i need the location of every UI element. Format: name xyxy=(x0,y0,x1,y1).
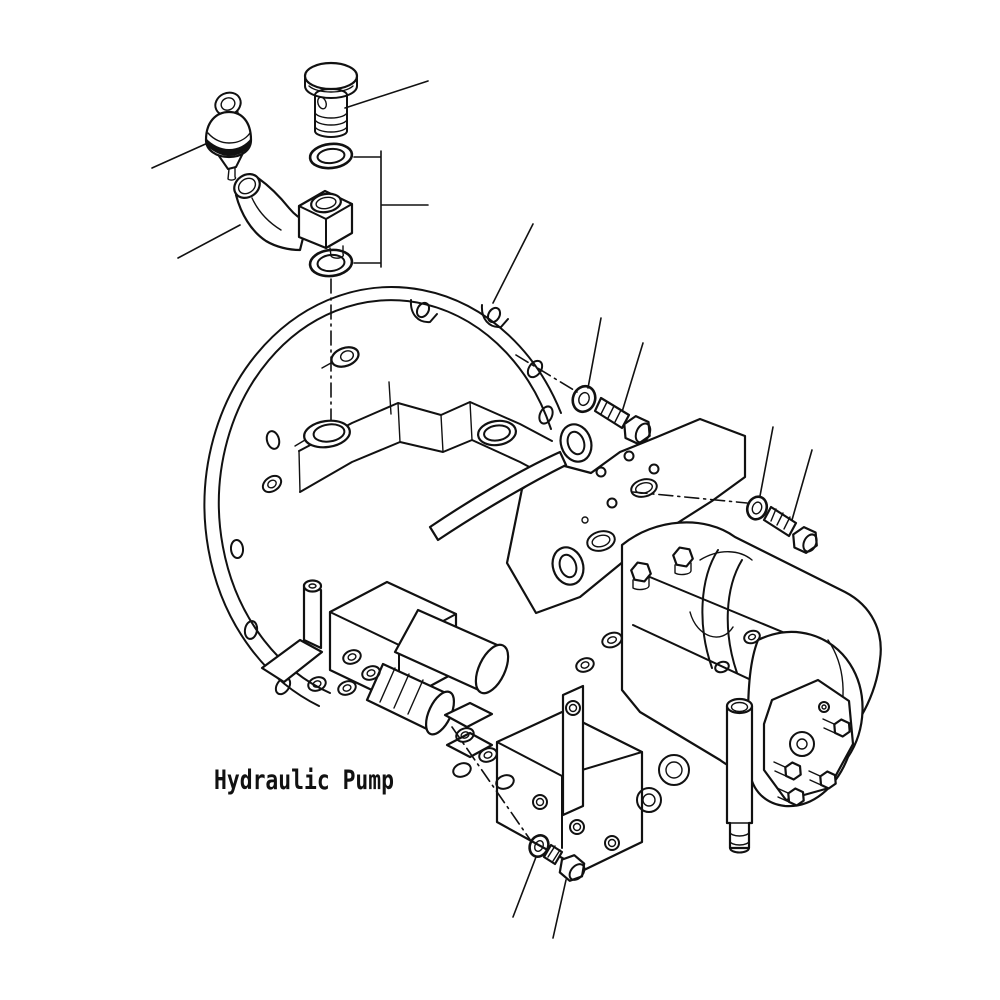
suction-pipe xyxy=(725,697,754,854)
washer-bolt-upper-right xyxy=(515,317,652,445)
mounting-flange-part xyxy=(203,223,562,707)
flange-leader-line xyxy=(492,223,534,304)
washer-bolt-bottom xyxy=(451,726,586,939)
pump-lift-lug-lower xyxy=(551,546,585,586)
bolt-upper-leader xyxy=(621,342,644,413)
bolt-bottom-leader xyxy=(552,879,567,939)
pump-lift-lug-upper xyxy=(559,423,593,463)
o-ring-upper-part xyxy=(308,142,354,170)
washer-upper-leader xyxy=(587,317,602,389)
centerline-upper-right xyxy=(515,354,578,393)
o-ring-bracket xyxy=(353,150,429,268)
gear-pump-flange xyxy=(762,678,855,802)
flange-outer-rim xyxy=(203,286,562,707)
diagram-label: Hydraulic Pump xyxy=(214,765,394,796)
plug-leader-line xyxy=(344,80,429,109)
bolt-upper-right-part xyxy=(593,396,652,445)
pump-strap-plate xyxy=(561,684,585,817)
pump-bottom-block xyxy=(443,684,690,872)
washer-right-part xyxy=(745,495,769,521)
elbow-leader-line xyxy=(177,224,241,259)
centerline-right xyxy=(632,491,748,504)
washer-bottom-leader xyxy=(512,856,537,918)
centerline-bottom xyxy=(451,726,532,842)
bolt-right-part xyxy=(762,505,818,554)
pump-assembly xyxy=(260,417,882,872)
bolt-bottom-part xyxy=(542,843,586,882)
elbow-fitting-part xyxy=(177,173,354,259)
pump-left-valve-block xyxy=(260,579,510,736)
o-ring-lower-part xyxy=(308,248,354,278)
washer-bolt-right xyxy=(632,426,818,554)
gear-pump-end xyxy=(746,630,864,808)
bolt-right-leader xyxy=(791,449,813,521)
flange-bracket-band xyxy=(298,401,553,493)
flange-port-right xyxy=(477,419,517,447)
washer-upper-right-part xyxy=(571,384,597,414)
flange-inner-rim xyxy=(217,299,552,694)
breather-leader-line xyxy=(151,141,211,169)
breather-cap-part xyxy=(151,91,253,181)
flange-port-left xyxy=(303,419,351,449)
washer-right-leader xyxy=(759,426,774,497)
pump-lift-arm xyxy=(428,450,568,542)
plug-part xyxy=(303,61,429,138)
